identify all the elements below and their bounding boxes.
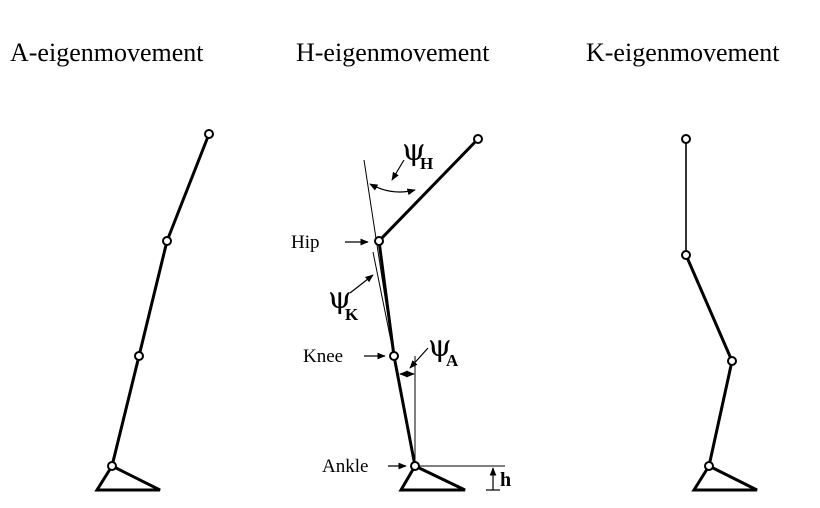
- k-foot-triangle: [691, 464, 758, 492]
- h-knee-joint: [389, 351, 399, 361]
- a-trunk-segment: [165, 133, 211, 242]
- h-ankle-joint: [410, 461, 420, 471]
- title-k-eigenmovement: K-eigenmovement: [586, 38, 780, 67]
- ankle-label: Ankle: [322, 456, 368, 477]
- k-head-joint: [681, 134, 691, 144]
- h-hip-joint: [374, 236, 384, 246]
- a-head-joint: [204, 129, 214, 139]
- title-h-eigenmovement: H-eigenmovement: [296, 38, 490, 67]
- psi-a-subscript: A: [446, 351, 459, 370]
- psi-k-leader: [349, 274, 374, 294]
- psi-h-angle-arc: [369, 183, 416, 196]
- title-a-eigenmovement: A-eigenmovement: [10, 38, 204, 67]
- psi-k-symbol: ψ: [328, 281, 352, 316]
- psi-h-leader: [391, 159, 405, 181]
- h-trunk-segment: [377, 137, 480, 243]
- psi-h-subscript: H: [420, 154, 433, 173]
- knee-label: Knee: [303, 346, 343, 367]
- k-shank-segment: [707, 360, 734, 467]
- a-eigenmovement-figure: [94, 129, 214, 492]
- psi-k-subscript: K: [345, 305, 359, 324]
- psi-a-leader: [409, 347, 429, 369]
- a-hip-joint: [162, 236, 172, 246]
- h-thigh-segment: [377, 240, 396, 357]
- h-height-label: h: [500, 469, 511, 491]
- a-knee-joint: [134, 351, 144, 361]
- psi-a-symbol: ψ: [428, 329, 452, 364]
- a-ankle-joint: [107, 461, 117, 471]
- h-foot-triangle: [398, 464, 466, 492]
- h-eigenmovement-figure: ψ H ψ K ψ A Hip Knee Ankle h: [291, 133, 511, 492]
- a-thigh-segment: [137, 240, 169, 357]
- a-shank-segment: [110, 355, 141, 467]
- k-thigh-segment: [684, 254, 734, 362]
- k-knee-joint: [727, 356, 737, 366]
- hip-label: Hip: [291, 232, 320, 253]
- a-foot-triangle: [94, 464, 161, 492]
- k-eigenmovement-figure: [681, 134, 758, 492]
- k-ankle-joint: [704, 461, 714, 471]
- h-shank-segment: [392, 355, 417, 467]
- h-head-joint: [473, 134, 483, 144]
- psi-h-symbol: ψ: [402, 133, 426, 168]
- k-hip-joint: [681, 250, 691, 260]
